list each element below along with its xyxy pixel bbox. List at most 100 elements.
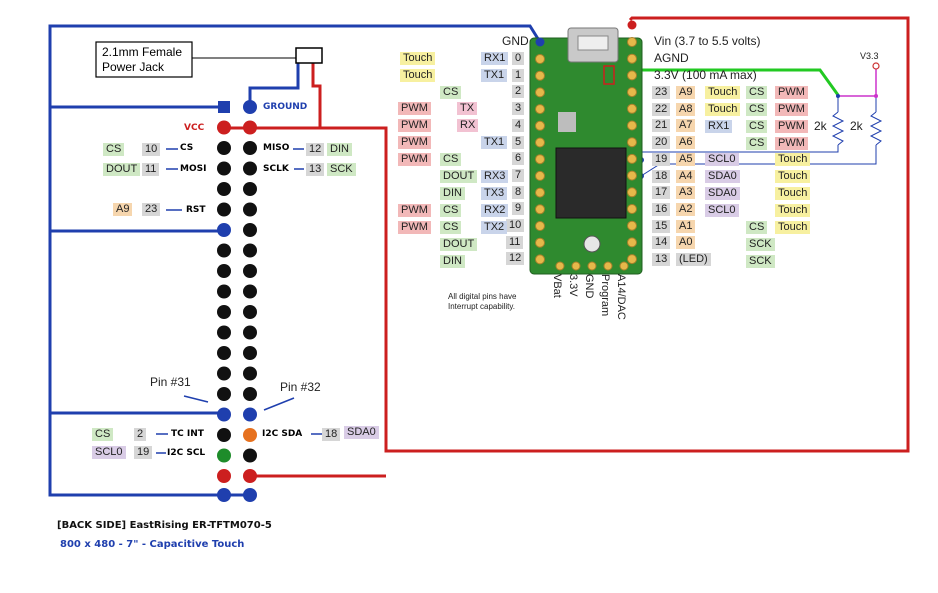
teensy-pin-20: 20 xyxy=(652,136,671,150)
teensy-func-din: DIN xyxy=(440,187,465,200)
teensy-pin-0: 0 xyxy=(512,52,525,65)
vin-pad xyxy=(627,20,637,30)
left-num-2: 2 xyxy=(134,428,147,441)
teensy-pad-left xyxy=(535,154,545,165)
teensy-func-dout: DOUT xyxy=(440,170,478,183)
gnd-pad xyxy=(535,37,545,47)
teensy-pin-18: 18 xyxy=(652,169,671,183)
header-pin xyxy=(217,346,231,360)
left-func-cs: CS xyxy=(103,143,125,156)
teensy-pad-right xyxy=(627,53,637,64)
teensy-pad-bottom xyxy=(619,261,629,271)
short-header-links xyxy=(156,148,322,454)
teensy-analog-A4: A4 xyxy=(676,169,696,183)
teensy-func-dout: DOUT xyxy=(440,238,478,251)
program-button xyxy=(583,235,601,253)
header-pin xyxy=(217,120,231,135)
header-pin xyxy=(217,202,231,217)
power-jack-label-1: 2.1mm Female xyxy=(102,45,182,59)
teensy-func-touch: Touch xyxy=(400,69,436,82)
header-pin xyxy=(243,202,257,217)
v33-terminal xyxy=(872,62,880,70)
teensy-vin-label: Vin (3.7 to 5.5 volts) xyxy=(654,34,761,48)
teensy-pad-left xyxy=(535,87,545,98)
gnd-trunk-wire xyxy=(48,24,542,497)
teensy-func-tx1: TX1 xyxy=(481,136,508,149)
header-pin xyxy=(217,387,231,401)
teensy-func-pwm: PWM xyxy=(775,120,808,133)
teensy-func-touch: Touch xyxy=(775,153,811,166)
rst-label: RST xyxy=(186,205,206,215)
header-pin xyxy=(217,488,231,502)
teensy-func-touch: Touch xyxy=(705,103,741,116)
sda-pullup-wire xyxy=(640,145,877,177)
pin32-label: Pin #32 xyxy=(280,380,321,394)
teensy-pin-22: 22 xyxy=(652,102,671,116)
power-jack-label-box xyxy=(95,41,193,78)
teensy-bottom-gnd: GND xyxy=(583,274,595,299)
teensy-pad-right xyxy=(627,87,637,98)
header-pin xyxy=(217,366,231,381)
header-pin xyxy=(243,366,257,381)
teensy-pad-right xyxy=(627,120,637,131)
left-func-scl0: SCL0 xyxy=(92,446,126,459)
interrupt-note: All digital pins have Interrupt capabili… xyxy=(448,292,517,311)
header-pin xyxy=(243,407,257,422)
power-jack: 2.1mm Female Power Jack xyxy=(95,41,323,78)
teensy-agnd-label: AGND xyxy=(654,51,689,65)
teensy-analog-A1: A1 xyxy=(676,219,696,233)
teensy-func-pwm: PWM xyxy=(398,204,431,217)
teensy-func-pwm: PWM xyxy=(398,221,431,234)
header-pin xyxy=(243,284,257,299)
teensy-analog-(LED): (LED) xyxy=(676,253,711,266)
teensy-analog-A6: A6 xyxy=(676,136,696,150)
teensy-func-pwm: PWM xyxy=(775,137,808,150)
right-num-18: 18 xyxy=(322,428,341,441)
header-pin xyxy=(217,469,231,483)
blue-ground-wires xyxy=(48,24,542,497)
teensy-func-touch: Touch xyxy=(400,52,436,65)
teensy-pad-right xyxy=(627,187,637,198)
header-pin xyxy=(217,407,231,422)
teensy-func-cs: CS xyxy=(746,86,768,99)
teensy-pad-left xyxy=(535,237,545,248)
teensy-func-tx: TX xyxy=(457,102,478,115)
teensy-bottom-a14dac: A14/DAC xyxy=(615,274,627,320)
teensy-pin-1: 1 xyxy=(512,68,525,82)
miso-label: MISO xyxy=(263,143,290,153)
junction-dot xyxy=(874,94,878,98)
teensy-func-touch: Touch xyxy=(775,170,811,183)
header-pin xyxy=(243,325,257,340)
resistor-2-label: 2k xyxy=(850,119,863,133)
teensy-pin-9: 9 xyxy=(512,202,525,216)
teensy-pad-right xyxy=(627,70,637,81)
header-pin xyxy=(243,223,257,237)
cut-trace-icon xyxy=(603,65,615,85)
header-pin xyxy=(243,141,257,155)
teensy-func-sda0: SDA0 xyxy=(705,187,740,200)
teensy-pad-right xyxy=(627,37,637,47)
header-pin xyxy=(217,264,231,278)
vcc-label: VCC xyxy=(184,123,205,133)
header-pin xyxy=(217,141,231,155)
teensy-pad-right xyxy=(627,170,637,181)
teensy-pin-7: 7 xyxy=(512,168,525,182)
left-num-11: 11 xyxy=(142,163,160,176)
teensy-pad-right xyxy=(627,153,637,164)
header-pin xyxy=(217,243,231,258)
teensy-pad-right xyxy=(627,137,637,148)
teensy-analog-A8: A8 xyxy=(676,102,696,116)
teensy-func-sck: SCK xyxy=(746,238,775,251)
teensy-analog-A9: A9 xyxy=(676,86,696,99)
teensy-analog-A0: A0 xyxy=(676,236,696,250)
header-pin xyxy=(243,161,257,176)
teensy-func-tx2: TX2 xyxy=(481,221,508,234)
header-pin xyxy=(243,120,257,135)
teensy-analog-A5: A5 xyxy=(676,152,696,166)
teensy-pad-right xyxy=(627,254,637,265)
teensy-pin-3: 3 xyxy=(512,102,525,116)
teensy-func-touch: Touch xyxy=(775,204,811,217)
teensy-bottom-vbat: VBat xyxy=(551,274,563,298)
